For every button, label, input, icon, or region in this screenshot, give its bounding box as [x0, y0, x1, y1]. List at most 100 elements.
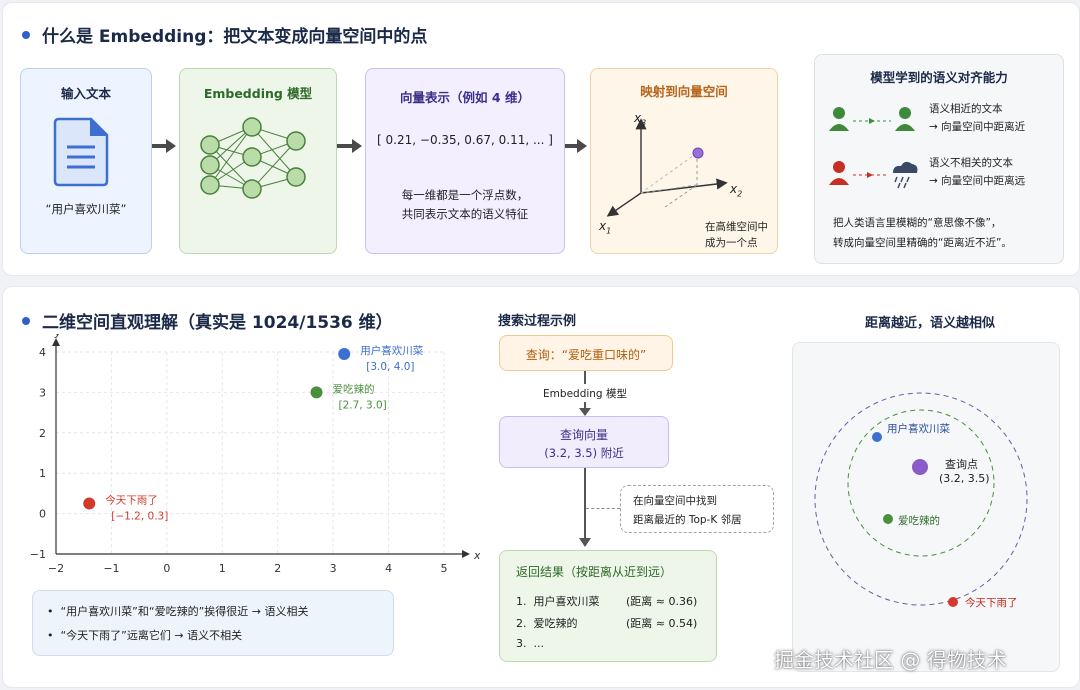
- query-vector-box: 查询向量 (3.2, 3.5) 附近: [499, 416, 669, 468]
- space-note-line2: 成为一个点: [705, 237, 758, 249]
- point-user-likes-sichuan: [872, 432, 882, 442]
- similar-line2: → 向量空间中距离近: [929, 121, 1026, 133]
- alignment-box-title: 模型学到的语义对齐能力: [870, 70, 1008, 85]
- flow-arrow-2: [337, 144, 354, 148]
- 3d-axes-diagram: [606, 118, 728, 217]
- flow-arrowhead-3: [577, 139, 587, 153]
- unrelated-person-cloud-icon: [829, 161, 918, 189]
- y-axis-arrowhead: [52, 338, 60, 346]
- space-box-title: 映射到向量空间: [640, 84, 728, 99]
- results-box: 返回结果（按距离从近到远） 1. 用户喜欢川菜 (距离 ≈ 0.36) 2. 爱…: [499, 550, 717, 662]
- chart-note-1: • “用户喜欢川菜”和“爱吃辣的”挨得很近 → 语义相关: [47, 605, 309, 618]
- model-box-title: Embedding 模型: [203, 86, 313, 101]
- outer-radius-circle: [814, 392, 1028, 606]
- x-tick-label: 1: [219, 562, 226, 575]
- point-coord-label: [−1.2, 0.3]: [111, 511, 168, 523]
- point-label: 爱吃辣的: [333, 382, 375, 395]
- y-tick-label: 1: [39, 467, 46, 480]
- query-vector-title: 查询向量: [559, 428, 608, 442]
- bullet-dot: [22, 31, 30, 39]
- x1-axis: [606, 192, 642, 217]
- neural-network-icon: [200, 117, 306, 199]
- scatter-point: [310, 386, 323, 399]
- x-tick-label: 2: [274, 562, 281, 575]
- distance-query-label: 查询点: [945, 458, 978, 471]
- result-item-2: 2. 爱吃辣的 (距离 ≈ 0.54): [516, 617, 698, 630]
- x-tick-label: 3: [330, 562, 337, 575]
- flow-arrowhead-2: [352, 139, 362, 153]
- similar-line1: 语义相近的文本: [929, 103, 1003, 115]
- x-tick-label: −2: [48, 562, 64, 575]
- vector-representation-box: 向量表示（例如 4 维） [ 0.21, −0.35, 0.67, 0.11, …: [365, 68, 565, 254]
- embedded-point: [692, 147, 704, 159]
- bullet-dot-2: [22, 317, 30, 325]
- y-tick-label: 0: [39, 508, 46, 521]
- x-tick-label: 0: [163, 562, 170, 575]
- inner-radius-circle: [847, 409, 995, 557]
- embedding-model-box: Embedding 模型: [179, 68, 337, 254]
- alignment-summary-line1: 把人类语言里模糊的“意思像不像”，: [833, 217, 1002, 229]
- x-axis-arrowhead: [462, 550, 470, 558]
- result-item-3: 3. ...: [516, 637, 544, 650]
- point-label: 用户喜欢川菜: [360, 344, 423, 357]
- x-tick-label: 4: [385, 562, 392, 575]
- x2-label: x2: [730, 182, 743, 199]
- x-tick-label: −1: [103, 562, 119, 575]
- x-tick-label: 5: [441, 562, 448, 575]
- flow-arrow-3: [565, 144, 579, 148]
- y-tick-label: 4: [39, 346, 46, 359]
- x1-label: x1: [599, 219, 612, 236]
- input-text-box: 输入文本 “用户喜欢川菜”: [20, 68, 152, 254]
- search-model-label: Embedding 模型: [543, 388, 627, 400]
- query-text: 查询：“爱吃重口味的”: [525, 348, 647, 362]
- side-note-line1: 在向量空间中找到: [633, 495, 717, 507]
- input-example-text: “用户喜欢川菜”: [45, 202, 127, 216]
- distance-circles: [814, 392, 1028, 607]
- y-tick-label: 3: [39, 386, 46, 399]
- query-point: [912, 459, 928, 475]
- x3-label: x3: [634, 111, 647, 128]
- document-icon: [53, 117, 109, 187]
- unrelated-line1: 语义不相关的文本: [929, 157, 1013, 169]
- search-section-title: 搜索过程示例: [498, 314, 577, 329]
- input-box-title: 输入文本: [60, 86, 111, 101]
- y-axis-label: y: [54, 334, 62, 339]
- similar-people-icon: [829, 107, 915, 131]
- bottom-title-text: 二维空间直观理解（真实是 1024/1536 维）: [42, 313, 393, 333]
- flow-arrow-1: [152, 144, 168, 148]
- distance-p3-label: 今天下雨了: [965, 597, 1018, 609]
- point-coord-label: [3.0, 4.0]: [366, 361, 414, 373]
- semantic-alignment-box: 模型学到的语义对齐能力 语义相近的文本 → 向量空间中距离近 语义不相关的文本 …: [814, 54, 1064, 264]
- bottom-section-title: 二维空间直观理解（真实是 1024/1536 维）: [22, 308, 393, 333]
- point-likes-spicy: [883, 514, 893, 524]
- alignment-summary-line2: 转成向量空间里精确的“距离近不近”。: [833, 237, 1012, 249]
- vector-desc-line1: 每一维都是一个浮点数，: [401, 188, 529, 202]
- chart-notes-box: • “用户喜欢川菜”和“爱吃辣的”挨得很近 → 语义相关 • “今天下雨了”远离…: [32, 590, 394, 656]
- result-arrowhead: [579, 538, 591, 547]
- point-label: 今天下雨了: [105, 494, 158, 507]
- chart-note-2: • “今天下雨了”远离它们 → 语义不相关: [47, 629, 243, 642]
- point-raining-today: [948, 597, 958, 607]
- side-note-box: 在向量空间中找到 距离最近的 Top-K 邻居: [620, 485, 774, 533]
- side-note-connector: [586, 508, 620, 509]
- results-title: 返回结果（按距离从近到远）: [516, 565, 673, 579]
- x-axis-label: x: [473, 549, 480, 562]
- model-label-bg: [536, 384, 634, 402]
- space-note-line1: 在高维空间中: [705, 221, 768, 233]
- watermark: 掘金技术社区 @ 得物技术: [774, 648, 1007, 672]
- result-arrow-line: [584, 468, 586, 542]
- top-title-text: 什么是 Embedding：把文本变成向量空间中的点: [42, 27, 428, 47]
- unrelated-line2: → 向量空间中距离远: [929, 175, 1026, 187]
- distance-query-coord: (3.2, 3.5): [939, 472, 990, 485]
- y-tick-label: −1: [30, 548, 46, 561]
- vector-space-box: 映射到向量空间 x3 x2 x1 在高维空间中 成为一个点: [590, 68, 778, 254]
- distance-p2-label: 爱吃辣的: [898, 515, 940, 527]
- result-item-1: 1. 用户喜欢川菜 (距离 ≈ 0.36): [516, 595, 698, 608]
- query-arrowhead: [579, 408, 591, 416]
- y-tick-label: 2: [39, 427, 46, 440]
- side-note-line2: 距离最近的 Top-K 邻居: [633, 514, 742, 526]
- distance-p1-label: 用户喜欢川菜: [887, 423, 950, 435]
- flow-arrowhead-1: [166, 139, 176, 153]
- vector-values: [ 0.21, −0.35, 0.67, 0.11, ... ]: [377, 133, 553, 147]
